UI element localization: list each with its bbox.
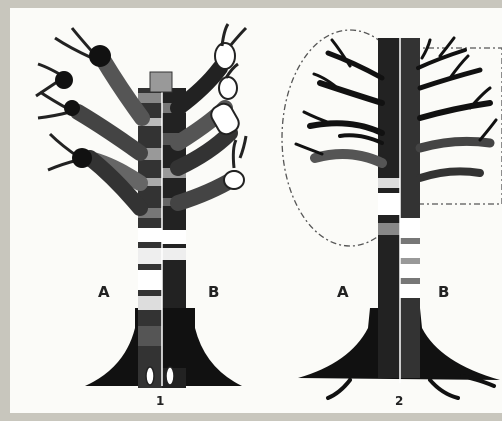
figure-paper: A B 1 A B 2 <box>10 8 502 413</box>
tree-illustration <box>10 8 502 413</box>
tree-2-trunk <box>378 38 420 378</box>
tree-2-branches-right <box>418 38 496 178</box>
tree-2-branches-left <box>296 40 382 163</box>
tree-1-label-a: A <box>98 285 110 300</box>
tree-2-label-a: A <box>337 285 349 300</box>
tree-2-caption: 2 <box>395 395 403 407</box>
tree-1-caption: 1 <box>156 395 164 407</box>
tree-1-trunk-left <box>138 88 162 388</box>
tree-2 <box>282 30 502 398</box>
tree-1-left-branches <box>78 58 142 208</box>
tree-1 <box>36 24 246 388</box>
tree-2-label-b: B <box>438 285 449 300</box>
tree-1-label-b: B <box>208 285 219 300</box>
